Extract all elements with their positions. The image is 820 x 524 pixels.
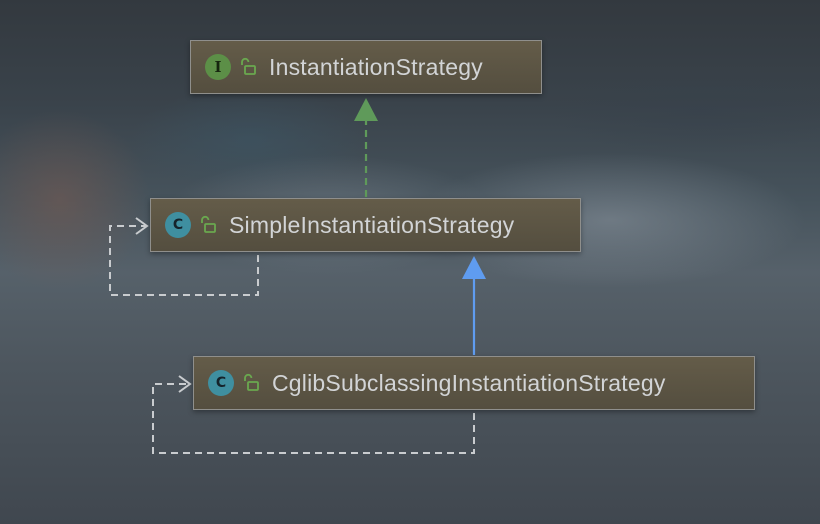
interface-badge-icon: I bbox=[205, 54, 231, 80]
class-badge-icon: C bbox=[208, 370, 234, 396]
self-dependency-line bbox=[109, 225, 259, 296]
edge-implements bbox=[354, 98, 378, 197]
implements-arrowhead-icon bbox=[354, 98, 378, 121]
unlocked-lock-icon bbox=[201, 215, 216, 233]
node-label: InstantiationStrategy bbox=[269, 53, 483, 80]
class-node-simple-instantiation-strategy[interactable]: C SimpleInstantiationStrategy bbox=[150, 198, 581, 252]
unlocked-lock-icon bbox=[241, 57, 256, 75]
unlocked-lock-icon bbox=[244, 373, 259, 391]
interface-node-instantiation-strategy[interactable]: I InstantiationStrategy bbox=[190, 40, 542, 94]
self-dependency-line bbox=[152, 383, 475, 454]
class-node-cglib-subclassing-instantiation-strategy[interactable]: C CglibSubclassingInstantiationStrategy bbox=[193, 356, 755, 410]
class-badge-icon: C bbox=[165, 212, 191, 238]
open-arrowhead-icon bbox=[178, 375, 192, 393]
edge-self-dependency-simple bbox=[109, 217, 259, 296]
edge-self-dependency-cglib bbox=[152, 375, 475, 454]
extends-arrowhead-icon bbox=[462, 256, 486, 279]
open-arrowhead-icon bbox=[135, 217, 149, 235]
node-label: SimpleInstantiationStrategy bbox=[229, 211, 515, 238]
edge-extends bbox=[462, 256, 486, 355]
node-label: CglibSubclassingInstantiationStrategy bbox=[272, 369, 666, 396]
